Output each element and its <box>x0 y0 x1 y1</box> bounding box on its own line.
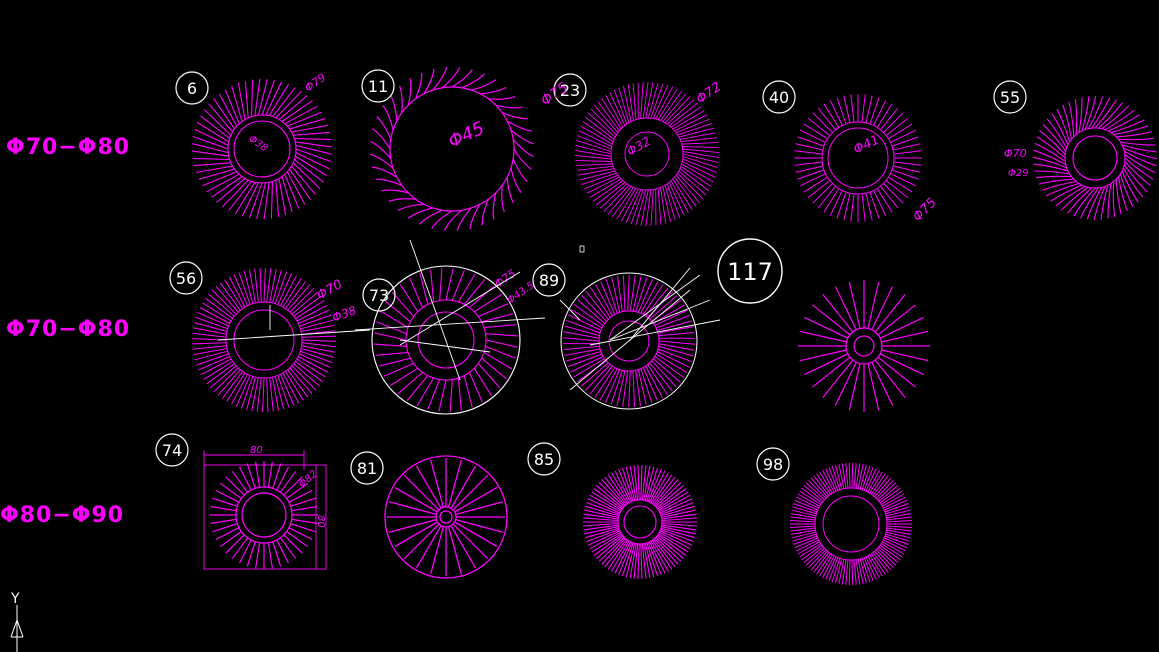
bore-circle <box>827 127 889 189</box>
dimension-label: 80 <box>250 445 263 456</box>
part-balloon-85[interactable]: 85 <box>527 442 561 476</box>
outer-ring <box>371 265 521 415</box>
part-number-98: 98 <box>763 455 783 474</box>
core-ring <box>389 86 515 212</box>
bore-circle <box>853 335 875 357</box>
heatsink-23[interactable] <box>574 81 720 227</box>
heatsink-55[interactable] <box>1032 95 1158 221</box>
bore-circle <box>233 120 291 178</box>
part-balloon-81[interactable]: 81 <box>350 451 384 485</box>
part-number-40: 40 <box>769 88 789 107</box>
fin-set <box>370 67 534 231</box>
dimension-label: Φ29 <box>1008 168 1029 179</box>
part-number-11: 11 <box>368 77 388 96</box>
bore-circle <box>822 495 880 553</box>
core-ring <box>617 499 663 545</box>
part-number-23: 23 <box>560 81 580 100</box>
heatsink-6[interactable] <box>191 78 333 220</box>
part-balloon-11[interactable]: 11 <box>361 69 395 103</box>
fin-set <box>583 464 697 580</box>
heatsink-85[interactable] <box>583 464 697 580</box>
core-ring <box>845 327 883 365</box>
part-balloon-89[interactable]: 89 <box>532 263 566 297</box>
bore-circle <box>623 505 657 539</box>
outer-ring <box>560 272 698 410</box>
fin-set <box>574 81 720 227</box>
fin-set <box>794 94 922 222</box>
dimension-label: Φ70 <box>1004 147 1027 160</box>
part-number-85: 85 <box>534 450 554 469</box>
heatsink-56[interactable] <box>191 267 337 413</box>
fin-set <box>191 267 337 413</box>
core-ring <box>225 301 303 379</box>
part-number-74: 74 <box>162 441 182 460</box>
bore-circle <box>417 311 475 369</box>
heatsink-98[interactable] <box>790 462 912 586</box>
heatsink-40[interactable] <box>794 94 922 222</box>
part-balloon-73[interactable]: 73 <box>362 278 396 312</box>
core-ring <box>227 114 297 184</box>
heatsink-89[interactable] <box>560 272 698 410</box>
part-number-55: 55 <box>1000 88 1020 107</box>
part-balloon-40[interactable]: 40 <box>762 80 796 114</box>
part-balloon-6[interactable]: 6 <box>175 71 209 105</box>
marker-square <box>579 245 585 253</box>
part-number-117: 117 <box>727 258 773 286</box>
core-ring <box>1064 127 1126 189</box>
heatsink-81[interactable] <box>384 455 508 579</box>
ucs-axis-label: Y <box>10 591 20 607</box>
row-label-1: Φ70−Φ80 <box>6 135 130 160</box>
part-balloon-23[interactable]: 23 <box>553 73 587 107</box>
part-number-89: 89 <box>539 271 559 290</box>
fin-set <box>790 462 912 586</box>
core-ring <box>235 486 293 544</box>
part-balloon-56[interactable]: 56 <box>169 261 203 295</box>
bore-circle <box>241 492 287 538</box>
part-number-73: 73 <box>369 286 389 305</box>
fin-set <box>387 458 505 576</box>
part-balloon-55[interactable]: 55 <box>993 80 1027 114</box>
ucs-axis-icon <box>10 605 24 652</box>
core-ring <box>610 117 684 191</box>
row-label-2: Φ70−Φ80 <box>6 317 130 342</box>
fin-set <box>210 461 318 569</box>
core-ring <box>405 299 487 381</box>
fin-set <box>191 78 333 220</box>
part-74-frame <box>203 450 327 570</box>
fin-set <box>1032 95 1158 221</box>
bore-circle <box>439 510 453 524</box>
bore-circle <box>233 309 295 371</box>
part-balloon-74[interactable]: 74 <box>155 433 189 467</box>
heatsink-74[interactable] <box>210 461 318 569</box>
heatsink-117[interactable] <box>798 280 930 412</box>
part-number-6: 6 <box>187 79 197 98</box>
outer-ring <box>384 455 508 579</box>
part-number-81: 81 <box>357 459 377 478</box>
part-number-56: 56 <box>176 269 196 288</box>
heatsink-73[interactable] <box>371 265 521 415</box>
heatsink-11[interactable] <box>370 67 534 231</box>
bore-circle <box>624 131 670 177</box>
part-balloon-98[interactable]: 98 <box>756 447 790 481</box>
row-label-3: Φ80−Φ90 <box>0 503 124 528</box>
core-ring <box>598 310 660 372</box>
core-ring <box>435 506 457 528</box>
bore-circle <box>1072 135 1118 181</box>
core-ring <box>821 121 895 195</box>
fin-set <box>798 280 930 412</box>
part-balloon-117[interactable]: 117 <box>717 238 783 304</box>
fin-set <box>563 274 695 408</box>
dimension-label: 80 <box>315 515 326 528</box>
fin-set <box>374 268 518 412</box>
core-ring <box>814 487 888 561</box>
